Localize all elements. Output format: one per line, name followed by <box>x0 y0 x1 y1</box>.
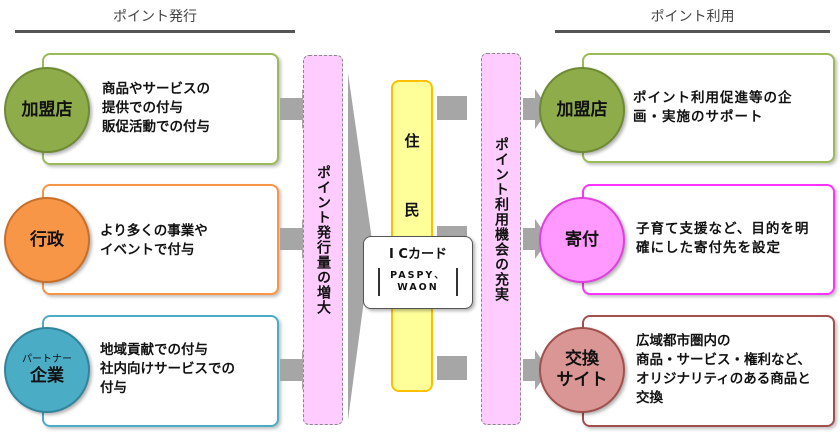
use-opportunity-bar: ポイント利用機会の充実 <box>481 53 521 425</box>
arrow-bar <box>437 96 467 120</box>
issuer-circle: 加盟店 <box>4 67 90 153</box>
use-circle: 寄付 <box>539 197 625 283</box>
issue-header-line <box>15 30 295 33</box>
issuer-name: 企業 <box>30 366 64 386</box>
use-circle: 交換 サイト <box>539 327 625 413</box>
use-header-line <box>555 30 830 33</box>
issue-header: ポイント発行 <box>113 9 197 25</box>
funnel-shape <box>348 73 372 420</box>
ic-card-brand: PASPY、 <box>390 270 446 281</box>
issuer-circle: 行政 <box>4 197 90 283</box>
ic-card-box: I Cカード PASPY、 WAON <box>363 236 473 309</box>
ic-card-brands: PASPY、 WAON <box>378 268 458 296</box>
residents-char: 住 <box>404 132 420 150</box>
issuer-desc: 商品やサービスの 提供での付与 販促活動での付与 <box>102 81 210 135</box>
use-name: 交換 サイト <box>556 349 608 390</box>
issuer-circle: パートナー企業 <box>4 327 90 413</box>
ic-card-title: I Cカード <box>389 247 447 262</box>
use-name: 加盟店 <box>556 99 608 120</box>
issuer-name: 行政 <box>30 229 64 250</box>
use-desc: 広域都市圏内の 商品・サービス・権利など、 オリジナリティのある商品と 交換 <box>636 333 811 406</box>
use-desc: 子育て支援など、目的を明 確にした寄付先を設定 <box>636 221 810 256</box>
ic-card-brand: WAON <box>397 282 439 293</box>
arrow-bar <box>437 356 467 380</box>
use-header: ポイント利用 <box>650 9 735 25</box>
issuer-desc: より多くの事業や イベントで付与 <box>100 223 208 258</box>
issuer-desc: 地域貢献での付与 社内向けサービスでの 付与 <box>100 342 235 396</box>
issuer-name: 加盟店 <box>21 99 73 120</box>
use-opportunity-label: ポイント利用機会の充実 <box>493 136 509 302</box>
use-circle: 加盟店 <box>539 67 625 153</box>
issue-volume-label: ポイント発行量の増大 <box>315 165 331 315</box>
issuer-sub: パートナー <box>22 354 72 365</box>
use-name: 寄付 <box>565 229 599 250</box>
issue-volume-bar: ポイント発行量の増大 <box>303 55 343 425</box>
residents-char: 民 <box>404 201 420 219</box>
use-desc: ポイント利用促進等の企 画・実施のサポート <box>633 90 793 125</box>
